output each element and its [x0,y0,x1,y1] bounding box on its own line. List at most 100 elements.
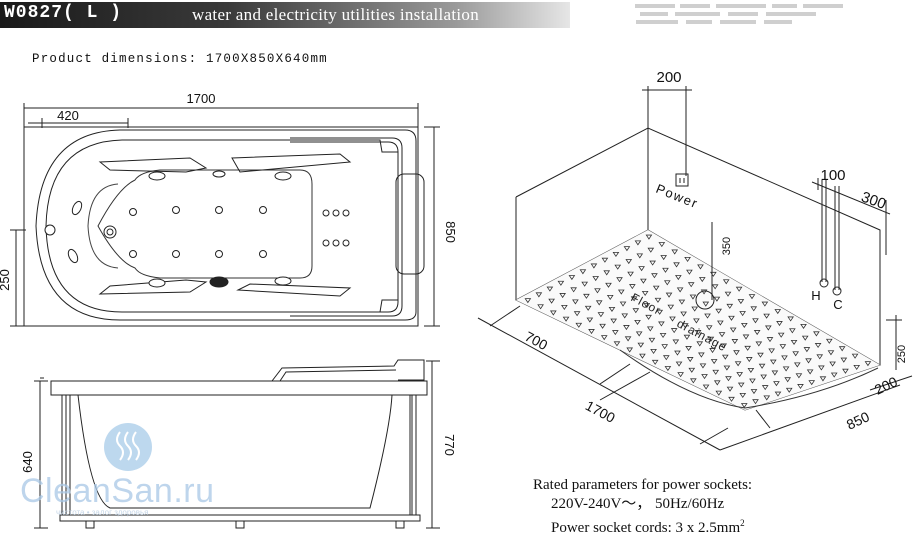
floor-triangle-mark [797,384,804,390]
floor-triangle-mark [568,275,576,281]
floor-triangle-mark [674,350,681,356]
floor-triangle-mark [603,270,611,276]
floor-triangle-mark [747,367,755,373]
floor-triangle-mark [635,331,643,337]
floor-triangle-mark [670,328,678,334]
floor-triangle-mark [617,289,625,295]
floor-triangle-mark [688,367,696,373]
floor-triangle-mark [687,282,695,288]
floor-triangle-mark [640,278,647,284]
floor-triangle-mark [763,395,771,401]
floor-triangle-mark [806,369,814,375]
dim-770: 770 [442,434,457,456]
floor-triangle-mark [785,387,793,393]
floor-triangle-mark [705,325,713,331]
floor-triangle-mark [830,372,838,378]
header-bar [0,2,570,28]
floor-triangle-mark [771,370,779,376]
dim-850-iso: 850 [844,408,872,432]
floor-triangle-mark [712,369,720,375]
floor-triangle-mark [745,357,753,363]
floor-triangle-mark [694,330,702,336]
floor-triangle-mark [562,316,570,322]
floor-triangle-mark [676,287,684,293]
floor-triangle-mark [660,255,668,261]
floor-triangle-mark [646,326,654,332]
floor-triangle-mark [782,366,790,372]
rated-line-3-text: Power socket cords: 3 x 2.5mm [551,520,741,536]
floor-triangle-mark [840,357,848,363]
floor-triangle-mark [789,328,796,334]
floor-triangle-mark [696,341,704,347]
floor-triangle-mark [829,361,836,367]
floor-triangle-mark [637,342,645,348]
floor-triangle-mark [626,347,634,353]
floor-triangle-mark [737,382,745,388]
floor-triangle-mark [777,332,785,338]
floor-triangle-mark [546,286,554,292]
floor-triangle-mark [769,359,777,365]
floor-triangle-mark [597,312,605,318]
floor-triangle-mark [575,322,583,328]
floor-triangle-mark [651,359,659,365]
floor-triangle-mark [774,391,782,397]
floor-triangle-mark [704,313,711,319]
floor-triangle-mark [648,337,656,343]
floor-triangle-mark [766,337,774,343]
floor-triangle-mark [579,269,587,275]
floor-triangle-mark [761,301,769,307]
floor-triangle-mark [658,242,666,248]
floor-triangle-mark [630,296,638,302]
floor-triangle-mark [592,276,600,282]
floor-triangle-mark [853,365,861,371]
floor-triangle-mark [601,257,609,263]
floor-triangle-mark [641,291,649,297]
floor-triangle-mark [776,321,783,327]
floor-triangle-mark [664,366,672,372]
dim-200-iso-top: 200 [656,69,681,86]
floor-triangle-mark [700,289,708,295]
jets [44,170,350,288]
floor-triangle-mark [749,378,756,384]
floor-triangle-mark [744,345,752,351]
floor-triangle-mark [652,285,660,291]
cleansan-logo-icon [104,423,152,471]
floor-triangle-mark [624,336,632,342]
floor-triangle-mark [781,355,788,361]
floor-triangle-mark [715,390,723,396]
floor-triangle-mark [639,353,646,359]
floor-triangle-mark [702,384,710,390]
floor-triangle-mark [623,325,630,331]
floor-triangle-mark [634,319,641,326]
floor-triangle-mark [818,365,825,371]
dim-700-iso: 700 [522,328,550,353]
floor-triangle-mark [645,234,653,240]
floor-triangle-mark [752,318,759,324]
floor-triangle-mark [825,338,833,344]
floor-triangle-mark [734,361,742,367]
label-power: Power [654,181,701,212]
floor-triangle-mark [724,291,732,297]
floor-triangle-mark [689,378,697,384]
floor-triangle-mark [665,292,673,298]
floor-triangle-mark [761,385,769,391]
floor-triangle-mark [611,330,619,336]
floor-triangle-mark [763,313,770,319]
floor-triangle-mark [691,306,699,312]
floor-triangle-mark [672,339,680,345]
floor-triangle-mark [583,293,590,299]
floor-triangle-mark [613,341,621,347]
floor-triangle-mark [636,253,644,259]
floor-triangle-mark [808,380,816,386]
floor-triangle-mark [643,303,651,309]
dim-850-top: 850 [443,221,458,243]
rated-line-3-sup: 2 [740,518,745,528]
floor-triangle-mark [793,362,801,368]
floor-triangle-mark [674,275,682,281]
floor-triangle-mark [649,260,656,266]
floor-triangle-mark [851,353,859,359]
floor-triangle-mark [667,304,675,310]
floor-triangle-mark [638,266,645,272]
floor-triangle-mark [628,284,636,290]
floor-triangle-mark [715,308,722,314]
